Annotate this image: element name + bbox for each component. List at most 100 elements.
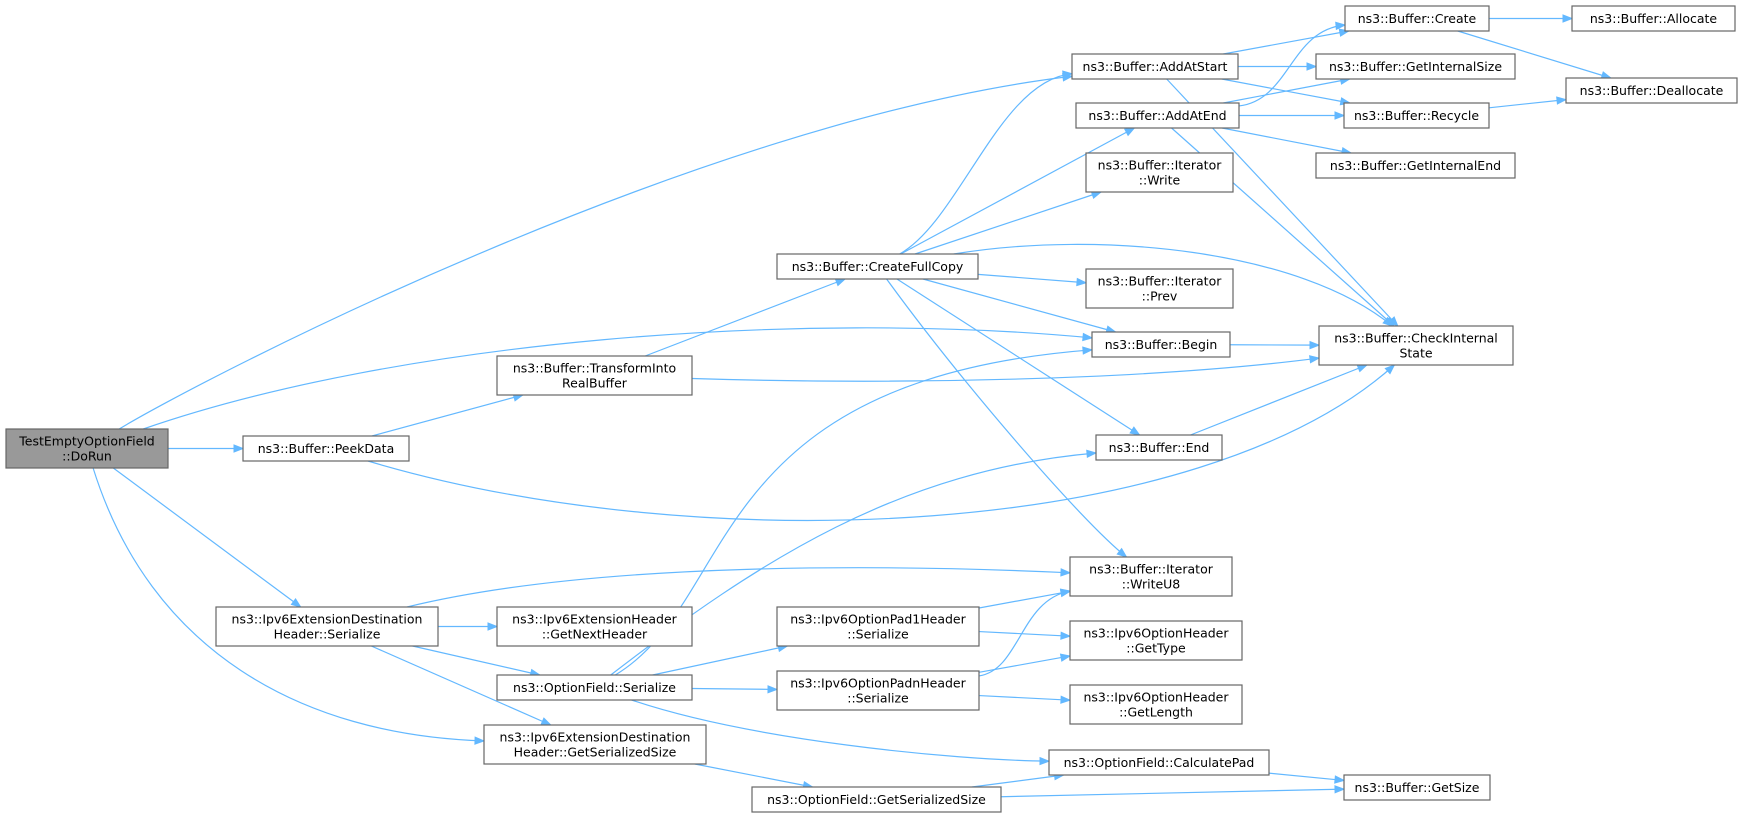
node-box	[1075, 102, 1240, 129]
node-box	[1315, 53, 1516, 80]
node-allocate[interactable]: ns3::Buffer::Allocate	[1571, 5, 1736, 32]
edge-addAtEnd-to-create	[1238, 24, 1346, 107]
node-peekData[interactable]: ns3::Buffer::PeekData	[242, 435, 410, 462]
arrowhead-addAtEnd-to-checkInternal	[1384, 316, 1396, 327]
arrowhead-end-to-checkInternal	[1356, 364, 1369, 373]
node-writeU8[interactable]: ns3::Buffer::Iterator::WriteU8	[1069, 556, 1233, 597]
node-box	[1069, 620, 1243, 661]
node-box	[1315, 152, 1516, 179]
arrowhead-begin-to-checkInternal	[1309, 340, 1321, 350]
edge-createFullCopy-to-iterWrite	[914, 191, 1102, 255]
node-label: ns3::Buffer::PeekData	[258, 441, 395, 456]
node-label: ns3::OptionField::GetSerializedSize	[767, 792, 986, 807]
node-label: ns3::Buffer::AddAtStart	[1083, 59, 1228, 74]
node-label: ns3::Buffer::Iterator	[1098, 274, 1223, 289]
node-box	[1571, 5, 1736, 32]
node-label: RealBuffer	[562, 376, 628, 391]
edge-createFullCopy-to-end	[896, 278, 1140, 436]
edge-addAtStart-to-create	[1223, 30, 1349, 55]
arrowhead-doRun-to-ipv6DestGetSize	[474, 736, 486, 745]
node-box	[483, 724, 707, 765]
node-box	[1095, 434, 1223, 461]
node-end[interactable]: ns3::Buffer::End	[1095, 434, 1223, 461]
node-label: ::GetType	[1126, 641, 1186, 656]
node-optHdrType[interactable]: ns3::Ipv6OptionHeader::GetType	[1069, 620, 1243, 661]
node-box	[1565, 77, 1738, 104]
edge-ipv6DestSerialize-to-writeU8	[406, 567, 1071, 608]
node-pad1Serialize[interactable]: ns3::Ipv6OptionPad1Header::Serialize	[776, 606, 980, 647]
edge-transformInto-to-checkInternal	[691, 357, 1320, 382]
arrowhead-ipv6DestSerialize-to-ipv6ExtNext	[487, 622, 499, 631]
node-label: ns3::Buffer::GetSize	[1355, 780, 1480, 795]
node-label: ::Prev	[1142, 289, 1178, 304]
edge-peekData-to-transformInto	[371, 394, 523, 437]
node-getInternalEnd[interactable]: ns3::Buffer::GetInternalEnd	[1315, 152, 1516, 179]
node-begin[interactable]: ns3::Buffer::Begin	[1091, 331, 1231, 358]
node-label: ns3::Buffer::Allocate	[1590, 11, 1718, 26]
arrowhead-optSerialize-to-end	[1086, 449, 1098, 459]
node-optSerialize[interactable]: ns3::OptionField::Serialize	[496, 674, 693, 701]
edge-padnSerialize-to-writeU8	[978, 590, 1071, 677]
node-box	[1048, 749, 1270, 776]
edge-optSerialize-to-pad1Serialize	[652, 645, 788, 676]
edge-doRun-to-begin	[143, 327, 1093, 430]
node-deallocate[interactable]: ns3::Buffer::Deallocate	[1565, 77, 1738, 104]
edge-addAtEnd-to-getInternalEnd	[1221, 127, 1352, 154]
node-addAtEnd[interactable]: ns3::Buffer::AddAtEnd	[1075, 102, 1240, 129]
node-label: ns3::Buffer::TransformInto	[513, 361, 676, 376]
node-box	[751, 786, 1002, 813]
edge-padnSerialize-to-optHdrLength	[978, 694, 1071, 701]
edge-transformInto-to-createFullCopy	[644, 278, 846, 357]
edge-optSerialize-to-padnSerialize	[691, 687, 778, 691]
edge-createFullCopy-to-writeU8	[886, 278, 1127, 558]
node-label: Header::Serialize	[274, 627, 381, 642]
arrowhead-ipv6DestSerialize-to-ipv6DestGetSize	[540, 717, 552, 726]
node-getInternalSize[interactable]: ns3::Buffer::GetInternalSize	[1315, 53, 1516, 80]
arrowhead-transformInto-to-createFullCopy	[834, 278, 847, 287]
node-ipv6DestSerialize[interactable]: ns3::Ipv6ExtensionDestinationHeader::Ser…	[215, 606, 439, 647]
edge-ipv6DestSerialize-to-optSerialize	[412, 645, 540, 676]
node-ipv6ExtNext[interactable]: ns3::Ipv6ExtensionHeader::GetNextHeader	[496, 606, 693, 647]
node-label: ns3::Buffer::CreateFullCopy	[792, 259, 964, 274]
arrowhead-addAtStart-to-getInternalSize	[1306, 62, 1318, 71]
node-optGetSize[interactable]: ns3::OptionField::GetSerializedSize	[751, 786, 1002, 813]
call-edges	[92, 14, 1613, 798]
edge-ipv6DestSerialize-to-ipv6DestGetSize	[371, 645, 551, 726]
arrowhead-calcPad-to-bufGetSize	[1334, 775, 1346, 784]
node-create[interactable]: ns3::Buffer::Create	[1344, 5, 1490, 32]
node-addAtStart[interactable]: ns3::Buffer::AddAtStart	[1071, 53, 1239, 80]
edge-createFullCopy-to-begin	[922, 278, 1116, 333]
node-label: ns3::OptionField::Serialize	[513, 680, 676, 695]
arrowhead-optSerialize-to-padnSerialize	[767, 685, 779, 694]
edge-padnSerialize-to-optHdrType	[978, 655, 1071, 673]
node-box	[496, 674, 693, 701]
node-createFullCopy[interactable]: ns3::Buffer::CreateFullCopy	[776, 253, 979, 280]
arrowhead-createFullCopy-to-addAtEnd	[1123, 127, 1136, 137]
node-label: ns3::Buffer::Iterator	[1098, 158, 1223, 173]
edge-optGetSize-to-bufGetSize	[1000, 788, 1345, 798]
node-calcPad[interactable]: ns3::OptionField::CalculatePad	[1048, 749, 1270, 776]
node-box	[1091, 331, 1231, 358]
node-recycle[interactable]: ns3::Buffer::Recycle	[1343, 102, 1490, 129]
node-optHdrLength[interactable]: ns3::Ipv6OptionHeader::GetLength	[1069, 684, 1243, 725]
node-iterPrev[interactable]: ns3::Buffer::Iterator::Prev	[1085, 268, 1234, 309]
node-label: ::WriteU8	[1122, 577, 1181, 592]
edge-createFullCopy-to-addAtEnd	[900, 127, 1135, 255]
node-label: ns3::Buffer::Deallocate	[1580, 83, 1724, 98]
node-ipv6DestGetSize[interactable]: ns3::Ipv6ExtensionDestinationHeader::Get…	[483, 724, 707, 765]
node-box	[1343, 774, 1491, 801]
node-box	[1071, 53, 1239, 80]
node-iterWrite[interactable]: ns3::Buffer::Iterator::Write	[1085, 152, 1234, 193]
node-label: ::Write	[1139, 173, 1181, 188]
arrowhead-createFullCopy-to-end	[1129, 426, 1141, 436]
node-doRun[interactable]: TestEmptyOptionField::DoRun	[5, 428, 169, 469]
edge-createFullCopy-to-addAtStart	[899, 73, 1073, 255]
node-box	[776, 606, 980, 647]
node-padnSerialize[interactable]: ns3::Ipv6OptionPadnHeader::Serialize	[776, 670, 980, 711]
node-bufGetSize[interactable]: ns3::Buffer::GetSize	[1343, 774, 1491, 801]
node-label: ns3::Buffer::CheckInternal	[1334, 331, 1498, 346]
